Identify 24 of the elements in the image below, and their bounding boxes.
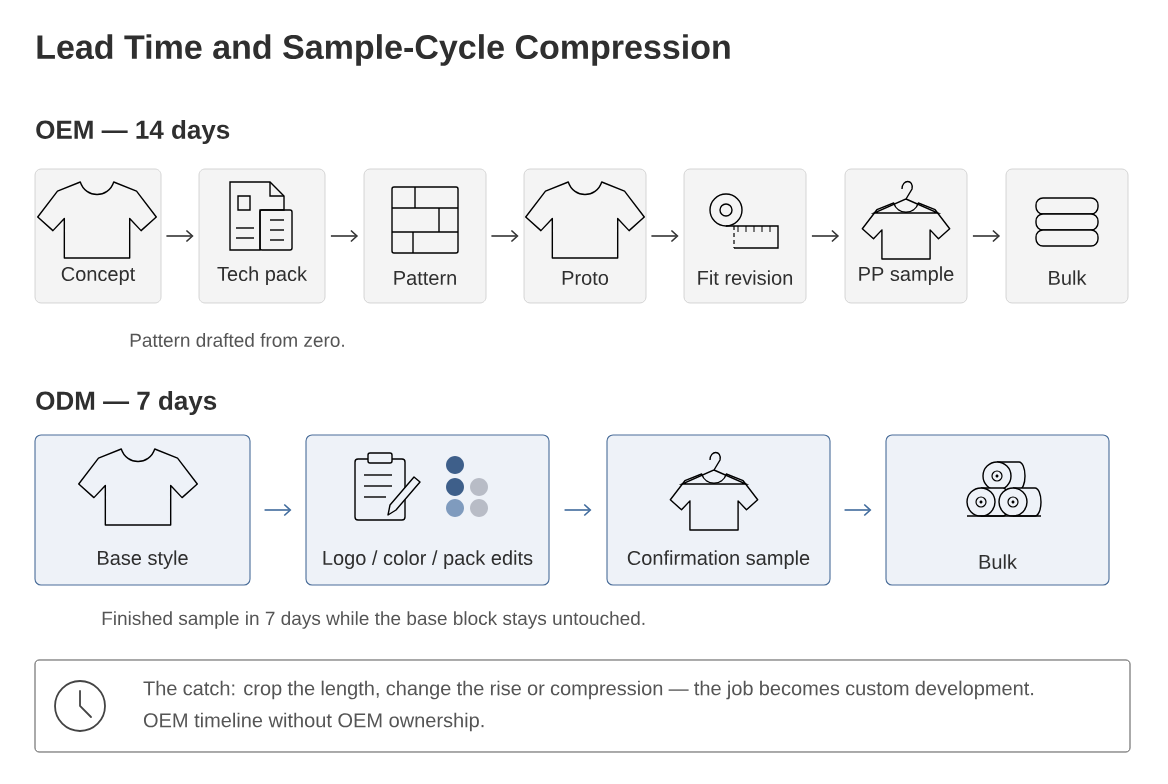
arrow [843,503,872,517]
arrow [972,229,1001,243]
heading: OEM — 14 days [36,119,230,145]
arrow [490,229,519,243]
step-box: Bulk [885,434,1110,586]
arrow [563,503,592,517]
arrow [263,503,292,517]
step-box: Fit revision [683,168,807,304]
step-box: Tech pack [198,168,326,304]
arrow [165,229,194,243]
step-box: Confirmation sample [606,434,831,586]
arrow [811,229,840,243]
note-box: The catch: crop the length, change the rise or compression — the job becomes custom development. OEM timeline without OEM ownership. [34,659,1131,753]
arrow [330,229,359,243]
step-box: Logo / color / pack edits [305,434,550,586]
step-box: PP sample [844,168,968,304]
step-box: Base style [34,434,251,586]
arrow [650,229,679,243]
title: Lead Time and Sample-Cycle Compression [37,34,730,66]
step-box: Proto [523,168,647,304]
note-text: Pattern drafted from zero. [130,333,344,347]
step-box: Concept [34,168,162,304]
note-text: Finished sample in 7 days while the base block stays untouched. [102,611,645,629]
step-box: Pattern [363,168,487,304]
